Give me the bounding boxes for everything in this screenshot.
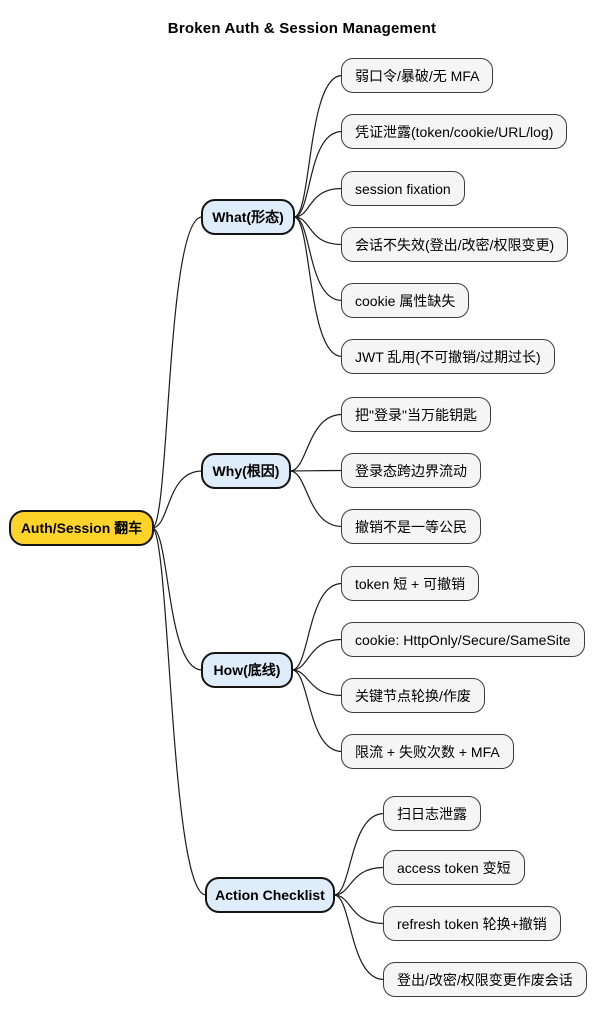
- leaf-node-refresh-token-rotation[interactable]: refresh token 轮换+撤销: [383, 906, 561, 941]
- branch-node-why[interactable]: Why(根因): [201, 453, 291, 489]
- connector-line: [293, 216, 343, 358]
- connector-line: [293, 187, 343, 218]
- leaf-node-scan-log-leaks[interactable]: 扫日志泄露: [383, 796, 481, 831]
- branch-node-action-checklist[interactable]: Action Checklist: [205, 877, 335, 913]
- leaf-node-rate-limit-failcount-mfa[interactable]: 限流 + 失败次数 + MFA: [341, 734, 514, 769]
- connector-line: [293, 74, 343, 218]
- leaf-node-jwt-misuse[interactable]: JWT 乱用(不可撤销/过期过长): [341, 339, 555, 374]
- connector-line: [333, 866, 385, 896]
- connector-line: [293, 130, 343, 218]
- connector-line: [293, 216, 343, 246]
- leaf-node-revocation-not-first-class[interactable]: 撤销不是一等公民: [341, 509, 481, 544]
- connector-line: [151, 216, 203, 529]
- leaf-node-cookie-attrs-missing[interactable]: cookie 属性缺失: [341, 283, 470, 318]
- connector-line: [291, 669, 343, 697]
- leaf-node-login-state-crosses-boundaries[interactable]: 登录态跨边界流动: [341, 453, 481, 488]
- connector-line: [291, 638, 343, 671]
- connector-line: [291, 669, 343, 753]
- leaf-node-shorter-access-token[interactable]: access token 变短: [383, 850, 525, 885]
- connector-line: [293, 216, 343, 302]
- connector-line: [151, 470, 203, 529]
- leaf-node-short-revocable-token[interactable]: token 短 + 可撤销: [341, 566, 480, 601]
- branch-node-how[interactable]: How(底线): [201, 652, 293, 688]
- connector-line: [289, 470, 343, 528]
- leaf-node-session-fixation[interactable]: session fixation: [341, 171, 465, 206]
- connector-line: [333, 812, 385, 896]
- leaf-node-weak-password[interactable]: 弱口令/暴破/无 MFA: [341, 58, 494, 93]
- root-node-auth-session[interactable]: Auth/Session 翻车: [9, 510, 154, 546]
- leaf-node-invalidate-sessions-on-events[interactable]: 登出/改密/权限变更作废会话: [383, 962, 587, 997]
- connector-line: [333, 894, 385, 981]
- connector-line: [289, 469, 343, 472]
- connector-line: [333, 894, 385, 925]
- connector-line: [151, 527, 203, 671]
- connector-line: [291, 582, 343, 671]
- leaf-node-login-as-master-key[interactable]: 把"登录"当万能钥匙: [341, 397, 491, 432]
- leaf-node-credential-leak[interactable]: 凭证泄露(token/cookie/URL/log): [341, 114, 568, 149]
- leaf-node-cookie-flags[interactable]: cookie: HttpOnly/Secure/SameSite: [341, 622, 585, 657]
- mindmap-title: Broken Auth & Session Management: [167, 20, 437, 37]
- branch-node-what[interactable]: What(形态): [201, 199, 295, 235]
- connector-line: [151, 527, 207, 896]
- connector-line: [289, 413, 343, 472]
- leaf-node-rotate-invalidate-key-points[interactable]: 关键节点轮换/作废: [341, 678, 485, 713]
- leaf-node-session-not-invalidated[interactable]: 会话不失效(登出/改密/权限变更): [341, 227, 569, 262]
